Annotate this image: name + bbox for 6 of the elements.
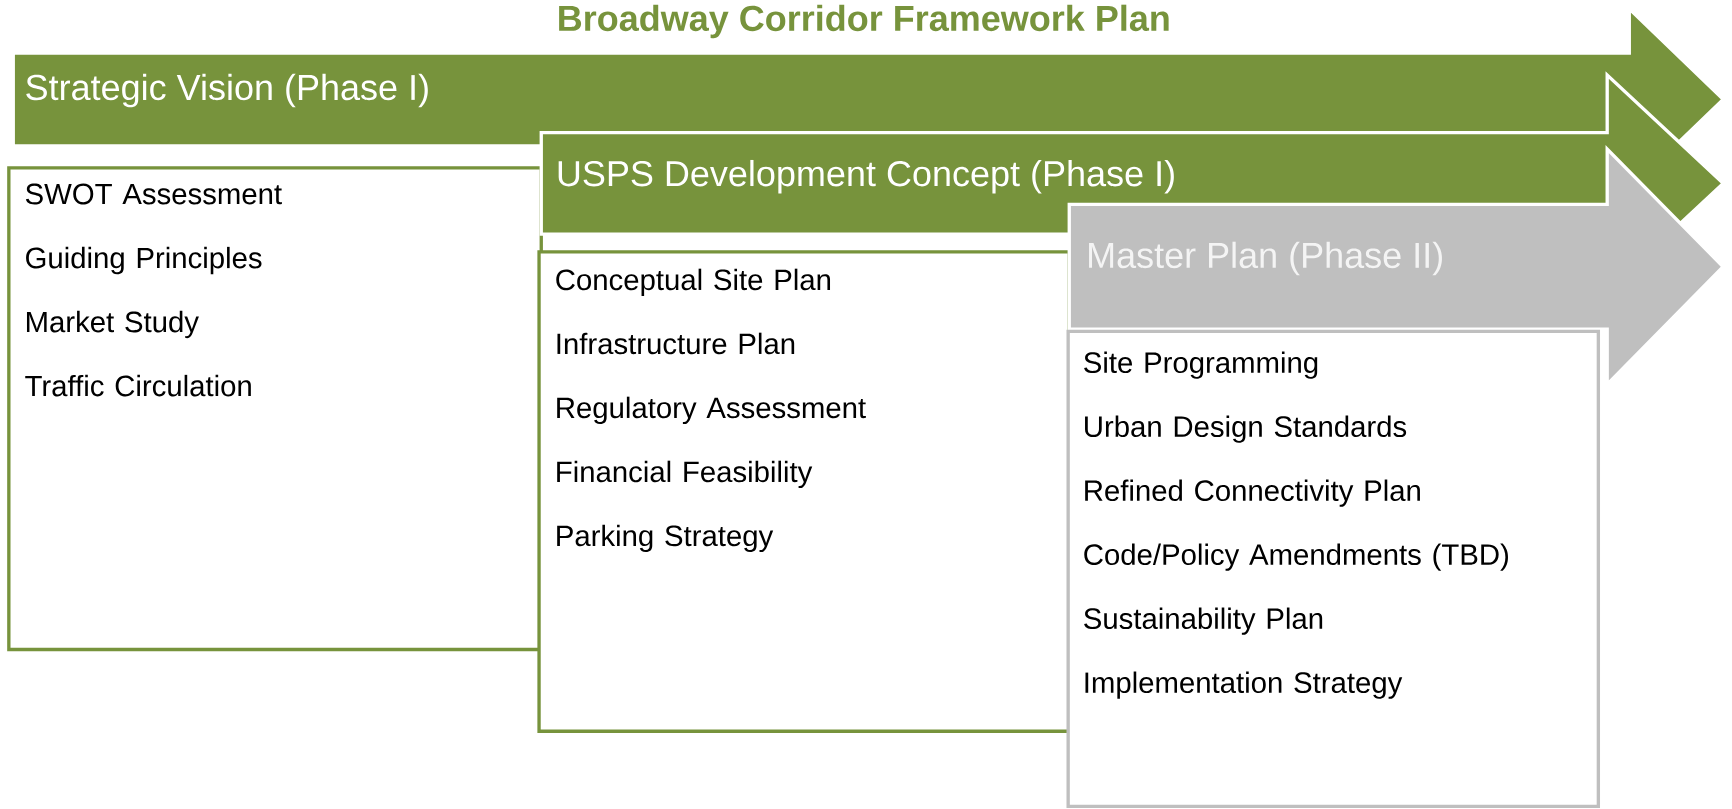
list-box: Site Programming Urban Design Standards Refined Connectivity Plan Code/Policy Amendments (TBD) Sustainability Plan Implementation Strategy bbox=[1066, 329, 1601, 809]
list-box: SWOT Assessment Guiding Principles Market Study Traffic Circulation bbox=[7, 166, 543, 652]
node-label: USPS Development Concept (Phase I) bbox=[558, 159, 1174, 194]
title: Broadway Corridor Framework Plan bbox=[559, 4, 1169, 39]
list-box: Conceptual Site Plan Infrastructure Plan Regulatory Assessment Financial Feasibility Parking Strategy bbox=[537, 250, 1071, 733]
node-label: Strategic Vision (Phase I) bbox=[26, 73, 428, 108]
